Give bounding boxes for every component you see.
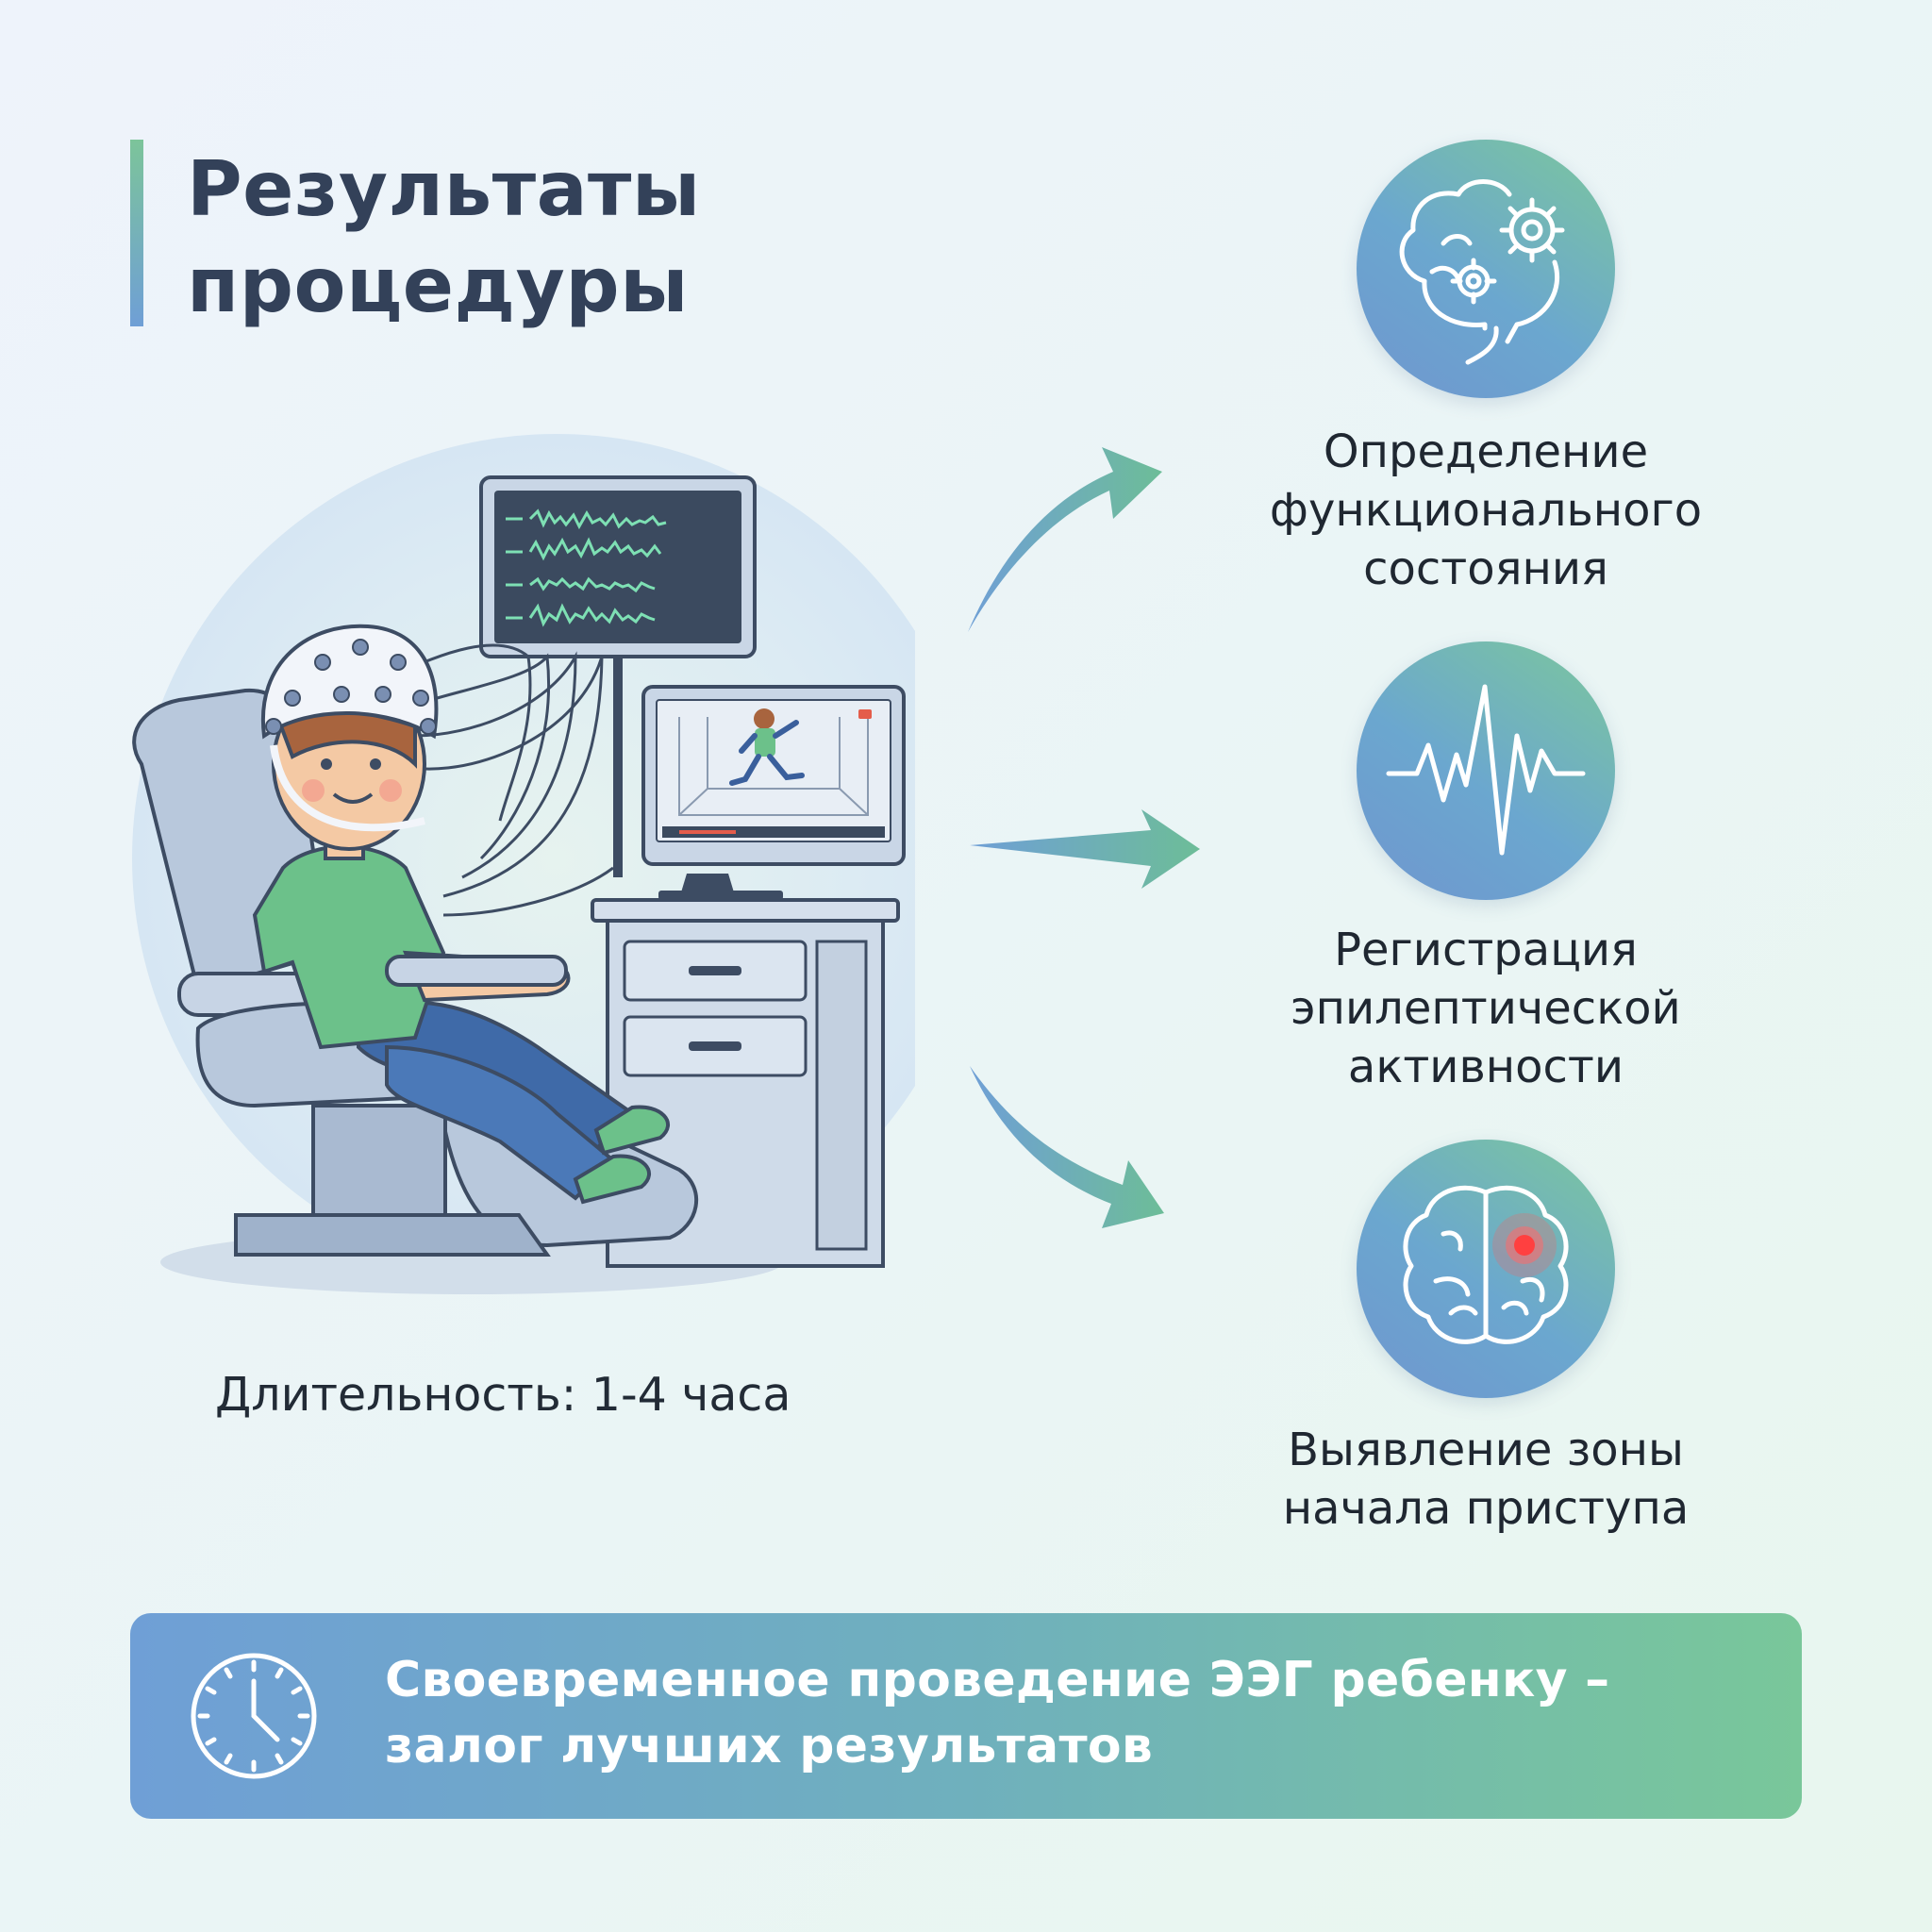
result-label-line: Регистрация — [1334, 924, 1638, 976]
monitor-pole — [613, 657, 623, 877]
banner-message: Своевременное проведение ЭЭГ ребенку – з… — [385, 1647, 1609, 1779]
clock-icon — [191, 1653, 317, 1779]
result-label-line: функционального — [1269, 484, 1703, 537]
result-label-line: эпилептической — [1291, 982, 1681, 1035]
title-accent-bar — [130, 140, 143, 326]
electrode-wires — [386, 643, 614, 917]
banner-message-line-2: залог лучших результатов — [385, 1718, 1154, 1774]
arrow-to-epileptic-activity — [970, 809, 1200, 889]
result-label-line: Определение — [1323, 425, 1649, 478]
result-label-line: активности — [1347, 1041, 1624, 1093]
eeg-procedure-illustration — [132, 434, 915, 1294]
medical-cabinet — [591, 898, 900, 1268]
result-arrows — [968, 447, 1200, 1228]
banner-message-line-1: Своевременное проведение ЭЭГ ребенку – — [385, 1652, 1610, 1708]
arrow-to-seizure-zone — [970, 1066, 1164, 1228]
child-patient — [252, 624, 670, 1205]
brain-focus-icon — [1357, 1140, 1615, 1398]
result-label-epileptic-activity: Регистрация эпилептической активности — [1203, 921, 1769, 1096]
page-title: Результаты процедуры — [187, 142, 701, 334]
result-label-line: состояния — [1363, 542, 1608, 595]
page-title-line-2: процедуры — [187, 242, 689, 329]
eeg-wave-icon — [1357, 641, 1615, 900]
procedure-duration: Длительность: 1-4 часа — [215, 1368, 791, 1422]
arrow-to-functional-state — [968, 447, 1162, 632]
page-title-line-1: Результаты — [187, 145, 701, 233]
result-label-functional-state: Определение функционального состояния — [1203, 423, 1769, 598]
brain-gears-icon — [1357, 140, 1615, 398]
eeg-monitor — [479, 475, 757, 658]
video-monitor — [641, 685, 906, 900]
result-label-seizure-zone: Выявление зоны начала приступа — [1203, 1421, 1769, 1538]
result-label-line: начала приступа — [1282, 1482, 1690, 1535]
bottom-banner: Своевременное проведение ЭЭГ ребенку – з… — [130, 1613, 1802, 1819]
result-label-line: Выявление зоны — [1288, 1424, 1684, 1476]
